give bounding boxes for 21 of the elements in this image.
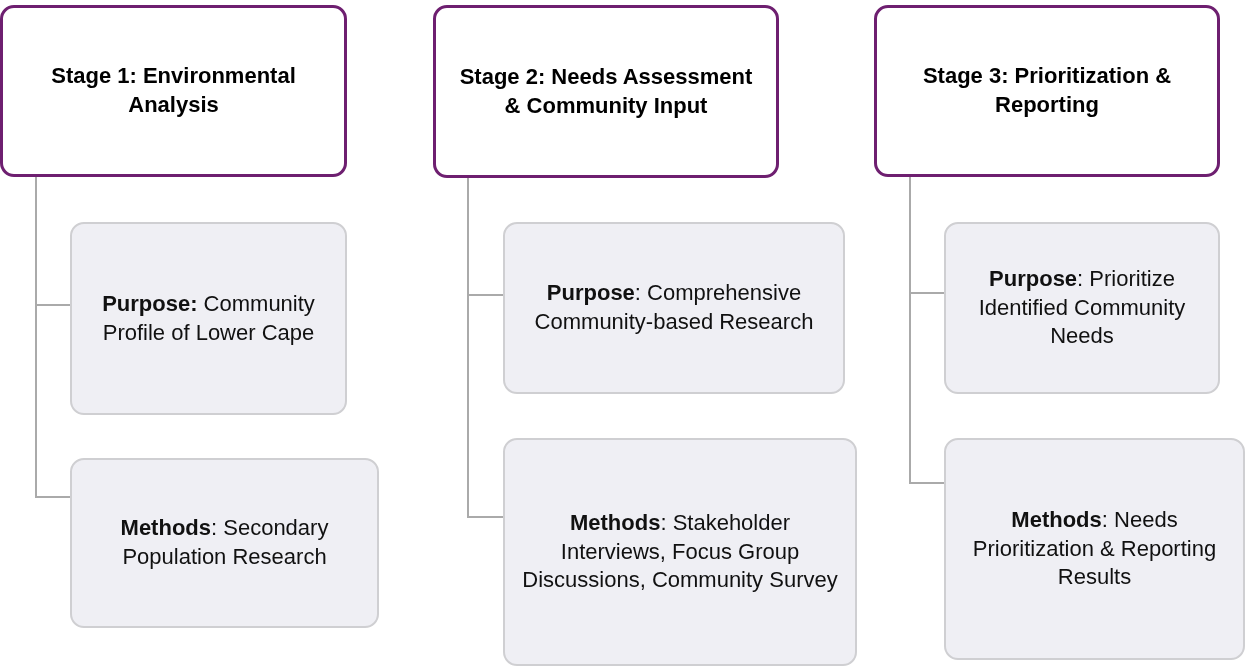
info-box — [70, 222, 347, 415]
stage-title: Stage 1: Environmental Analysis — [50, 62, 297, 119]
info-text: Methods: Stakeholder Interviews, Focus Group Discussions, Community Survey — [521, 509, 839, 595]
info-text: Purpose: Comprehensive Community-based Research — [533, 279, 815, 336]
info-text: Methods: Secondary Population Research — [119, 514, 330, 571]
connector-line — [909, 176, 945, 484]
info-box — [70, 458, 379, 628]
connector-line — [35, 176, 71, 498]
stage-box — [433, 5, 779, 178]
stage-box — [0, 5, 347, 177]
info-box — [503, 222, 845, 394]
stage-title: Stage 3: Prioritization & Reporting — [921, 62, 1173, 119]
stage-title: Stage 2: Needs Assessment & Community Input — [458, 62, 754, 120]
info-text: Methods: Needs Prioritization & Reporting Results — [971, 506, 1218, 592]
stage-box — [874, 5, 1220, 177]
info-box — [944, 222, 1220, 394]
info-text: Purpose: Prioritize Identified Community Needs — [977, 265, 1187, 351]
connector-line — [467, 177, 504, 518]
info-text: Purpose: Community Profile of Lower Cape — [101, 289, 316, 347]
info-box — [503, 438, 857, 666]
info-box — [944, 438, 1245, 660]
